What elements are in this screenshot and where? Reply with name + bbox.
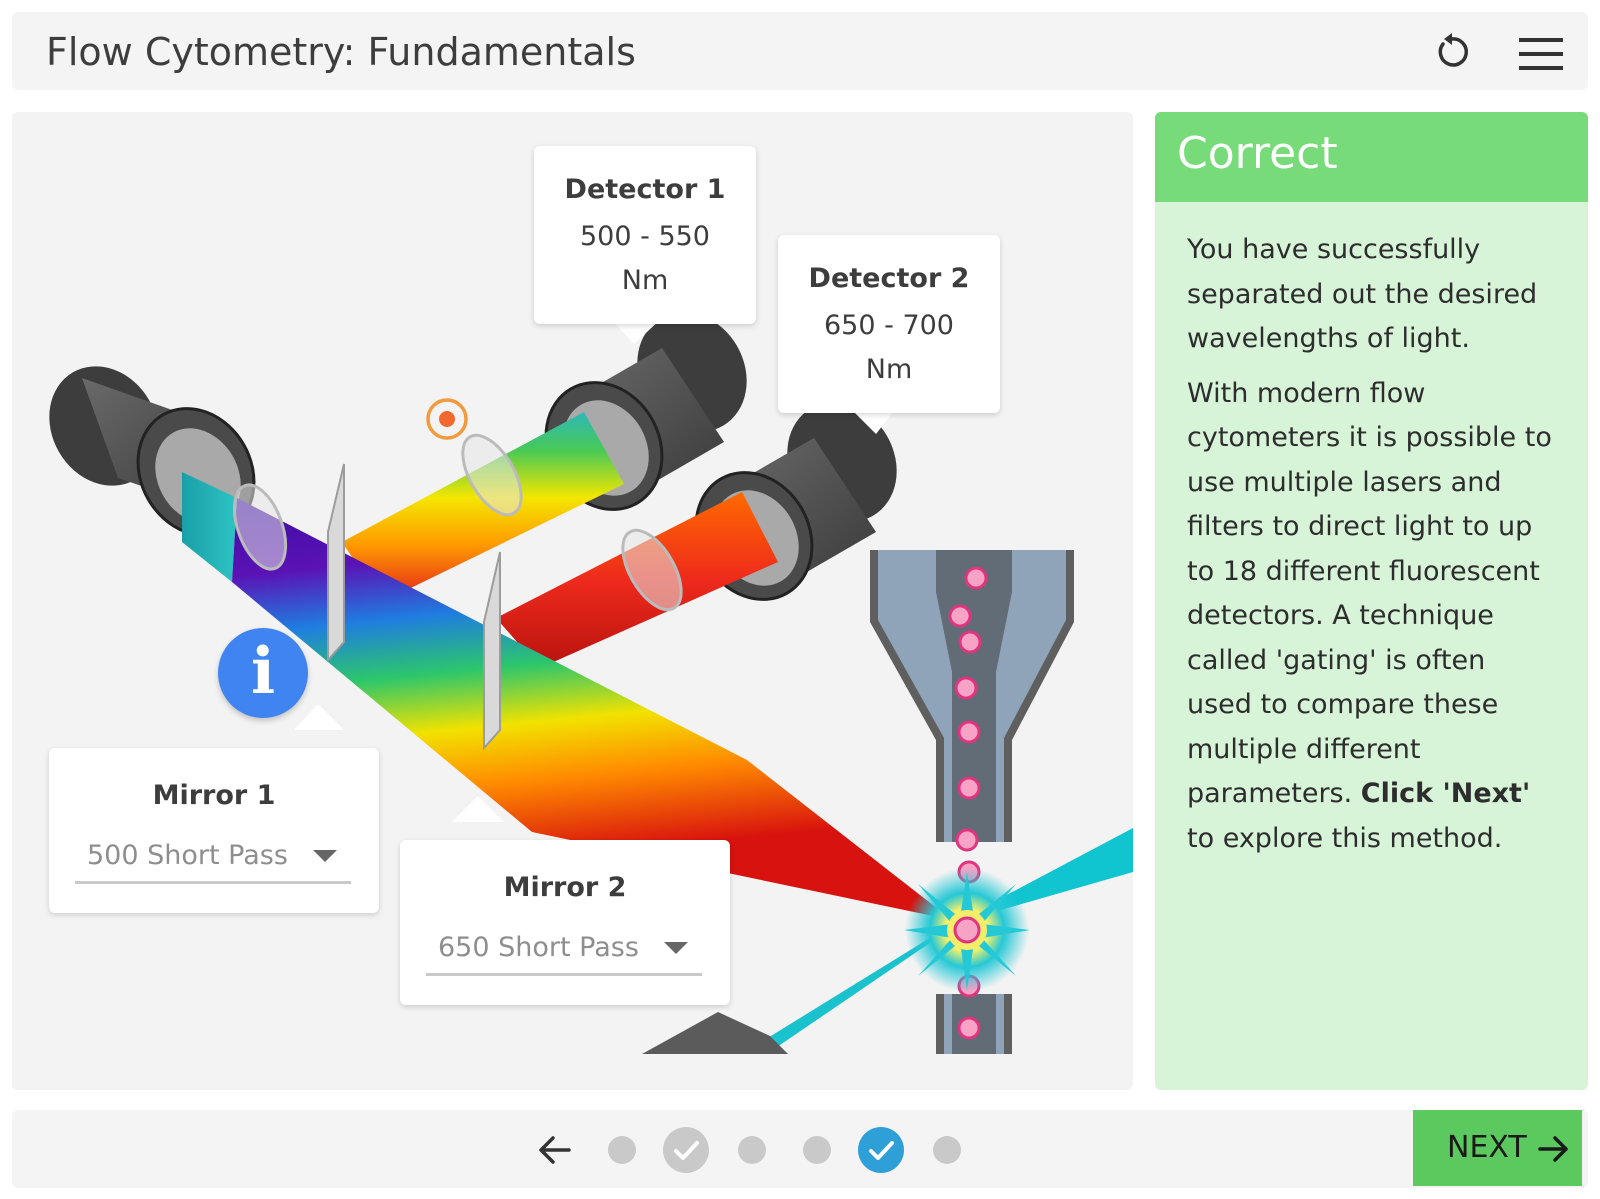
mirror-1-title: Mirror 1 — [152, 780, 276, 811]
detector-1-range: 500 - 550 — [580, 221, 710, 252]
detector-1-callout: Detector 1 500 - 550 Nm — [534, 146, 756, 324]
mirror-2-filter-select[interactable]: 650 Short Pass — [426, 922, 702, 976]
step-dot-4[interactable] — [803, 1136, 831, 1164]
detector-1-name: Detector 1 — [564, 174, 726, 205]
feedback-paragraph-2-end: to explore this method. — [1187, 822, 1503, 854]
top-bar: Flow Cytometry: Fundamentals — [12, 12, 1588, 90]
excitation-burst — [904, 868, 1030, 992]
optics-illustration — [49, 312, 1133, 1054]
next-button-label: NEXT — [1447, 1130, 1527, 1165]
hamburger-menu-icon[interactable] — [1519, 32, 1563, 76]
chevron-down-icon — [313, 850, 337, 862]
info-icon: i — [250, 634, 276, 709]
detector-1-unit: Nm — [621, 265, 669, 296]
beam-detector-1 — [342, 412, 624, 602]
feedback-paragraph-2: With modern flow cytometers it is possib… — [1187, 372, 1556, 862]
laser-housing — [642, 1012, 788, 1054]
mirror-2-glass — [483, 551, 501, 751]
mirror-2-title: Mirror 2 — [503, 872, 627, 903]
feedback-title: Correct — [1177, 128, 1338, 179]
lens-ring-0 — [232, 483, 288, 571]
info-button[interactable]: i — [218, 628, 308, 718]
arrow-right-icon — [1538, 1136, 1568, 1162]
beam-spectrum-main — [232, 498, 952, 920]
step-dot-3[interactable] — [738, 1136, 766, 1164]
mirror-1-pointer — [294, 704, 344, 730]
arrow-left-icon[interactable] — [535, 1130, 575, 1170]
feedback-header: Correct — [1155, 112, 1588, 202]
mirror-1-filter-value: 500 Short Pass — [87, 840, 288, 871]
feedback-body: You have successfully separated out the … — [1155, 202, 1588, 861]
lens-ring-1 — [461, 433, 523, 517]
step-dot-1[interactable] — [608, 1136, 636, 1164]
mirror-1-filter-select[interactable]: 500 Short Pass — [75, 830, 351, 884]
feedback-panel: Correct You have successfully separated … — [1155, 112, 1588, 1090]
mirror-1-panel: Mirror 1 500 Short Pass — [49, 748, 379, 913]
bottom-navigation: NEXT — [12, 1110, 1588, 1188]
mirror-2-filter-value: 650 Short Pass — [438, 932, 639, 963]
beam-teal-segment — [182, 472, 237, 582]
mirror-2-panel: Mirror 2 650 Short Pass — [400, 840, 730, 1005]
detector-2-range: 650 - 700 — [824, 310, 954, 341]
feedback-paragraph-1: You have successfully separated out the … — [1187, 234, 1538, 354]
feedback-click-next: Click 'Next' — [1360, 778, 1531, 809]
feedback-paragraph-2-text: With modern flow cytometers it is possib… — [1187, 377, 1552, 810]
simulation-stage: Detector 1 500 - 550 Nm Detector 2 650 -… — [12, 112, 1133, 1090]
app-title: Flow Cytometry: Fundamentals — [46, 30, 636, 74]
check-icon — [674, 1141, 699, 1160]
chevron-down-icon — [664, 942, 688, 954]
step-dot-2-complete[interactable] — [663, 1127, 709, 1173]
mirror-1-glass — [327, 463, 345, 663]
check-icon — [869, 1141, 894, 1160]
target-icon[interactable] — [424, 396, 470, 442]
detector-1-pointer — [610, 318, 662, 344]
lens-ring-2 — [621, 528, 683, 612]
step-dot-6[interactable] — [933, 1136, 961, 1164]
detector-2-callout: Detector 2 650 - 700 Nm — [778, 235, 1000, 413]
detector-2-unit: Nm — [865, 354, 913, 385]
detector-2-name: Detector 2 — [808, 263, 970, 294]
detector-2-pointer — [848, 406, 898, 434]
mirror-2-pointer — [452, 796, 504, 822]
next-button[interactable]: NEXT — [1413, 1110, 1582, 1186]
step-dot-5-current[interactable] — [858, 1127, 904, 1173]
restart-icon[interactable] — [1430, 30, 1474, 74]
